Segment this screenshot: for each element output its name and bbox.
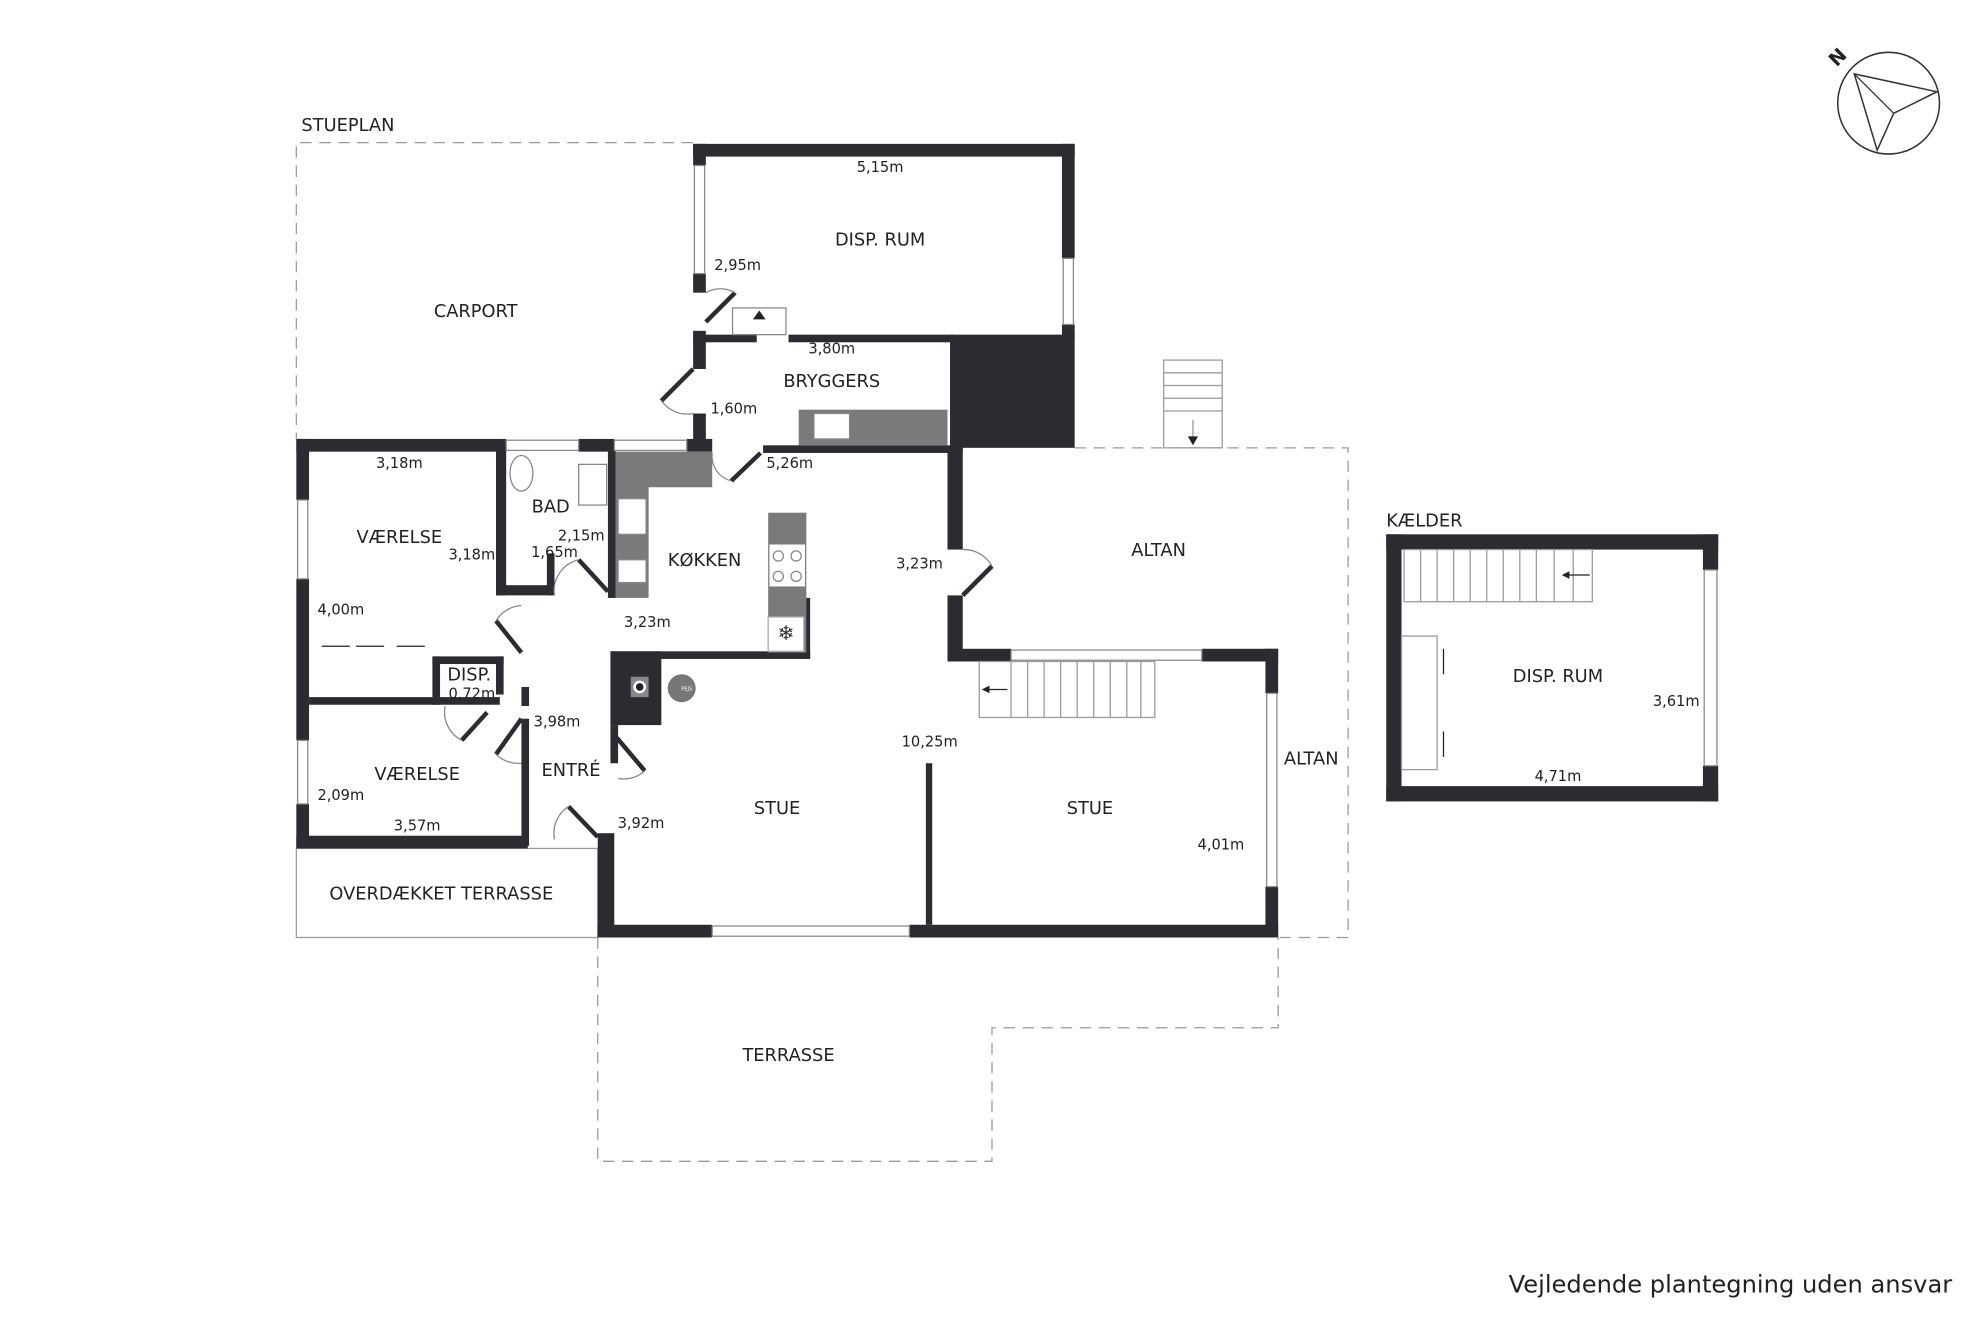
room-vaerelse-2: VÆRELSE <box>374 764 460 785</box>
dim-disp-rum-depth: 2,95m <box>714 257 761 274</box>
dim-vaerelse-1-depth: 3,18m <box>448 547 495 564</box>
room-kokken: KØKKEN <box>668 550 742 571</box>
room-bad: BAD <box>532 497 570 518</box>
dim-kaelder-width: 4,71m <box>1535 768 1582 785</box>
carport-outline <box>295 141 694 439</box>
room-bryggers: BRYGGERS <box>783 371 880 392</box>
room-stue-2: STUE <box>1067 798 1113 819</box>
dim-stue-2-depth: 4,01m <box>1198 837 1245 854</box>
room-entre: ENTRÉ <box>542 759 601 781</box>
dim-vaerelse-2-width: 3,57m <box>394 818 441 835</box>
kaelder-stairs <box>1400 548 1593 771</box>
kaelder-title: KÆLDER <box>1386 511 1462 532</box>
dim-entre-width: 3,98m <box>534 713 581 730</box>
room-overdaekket-terrasse: OVERDÆKKET TERRASSE <box>329 883 553 904</box>
dim-bad-depth: 1,65m <box>531 544 578 561</box>
dim-disp-depth: 0,72m <box>448 685 495 702</box>
dim-kitchen-depth: 3,23m <box>624 614 671 631</box>
room-stue-1: STUE <box>754 798 800 819</box>
room-altan-2: ALTAN <box>1284 749 1339 770</box>
dim-disp-rum-width: 5,15m <box>857 159 904 176</box>
stueplan-title: STUEPLAN <box>301 115 394 136</box>
pejs-label: PEJS <box>681 687 692 693</box>
room-disp-rum: DISP. RUM <box>835 230 925 251</box>
room-disp: DISP. <box>447 665 491 686</box>
room-carport: CARPORT <box>434 301 518 322</box>
terrasse-outline <box>597 937 1279 1162</box>
compass-north-label: N <box>1825 44 1852 71</box>
dim-vaerelse-1-width: 3,18m <box>376 455 423 472</box>
dim-bad-width: 2,15m <box>558 528 605 545</box>
altan-outline <box>1074 447 1349 939</box>
stue-stairs <box>978 660 1156 719</box>
windows <box>296 164 1718 937</box>
svg-text:❄: ❄ <box>777 621 794 645</box>
room-vaerelse-1: VÆRELSE <box>357 527 443 548</box>
dim-bryggers-width: 3,80m <box>808 341 855 358</box>
dim-vaerelse-2-depth: 2,09m <box>317 787 364 804</box>
dim-vaerelse-1-wardrobe: 4,00m <box>317 601 364 618</box>
dim-stue-length: 10,25m <box>902 734 958 751</box>
outdoor-stairs <box>1163 359 1223 449</box>
disclaimer-footer: Vejledende plantegning uden ansvar <box>1509 1270 1953 1298</box>
dim-kitchen-top: 5,26m <box>766 455 813 472</box>
doors <box>443 288 994 840</box>
fixtures: ❄ PEJS <box>321 307 948 703</box>
compass-icon: N <box>1825 44 1941 155</box>
room-kaelder-disp-rum: DISP. RUM <box>1513 666 1603 687</box>
dim-kaelder-depth: 3,61m <box>1653 693 1700 710</box>
room-altan-1: ALTAN <box>1131 540 1186 561</box>
dim-bryggers-depth: 1,60m <box>710 401 757 418</box>
dim-altan-door: 3,23m <box>896 556 943 573</box>
room-terrasse: TERRASSE <box>741 1045 834 1066</box>
walls <box>296 143 1719 938</box>
dim-stue-1-depth: 3,92m <box>618 815 665 832</box>
